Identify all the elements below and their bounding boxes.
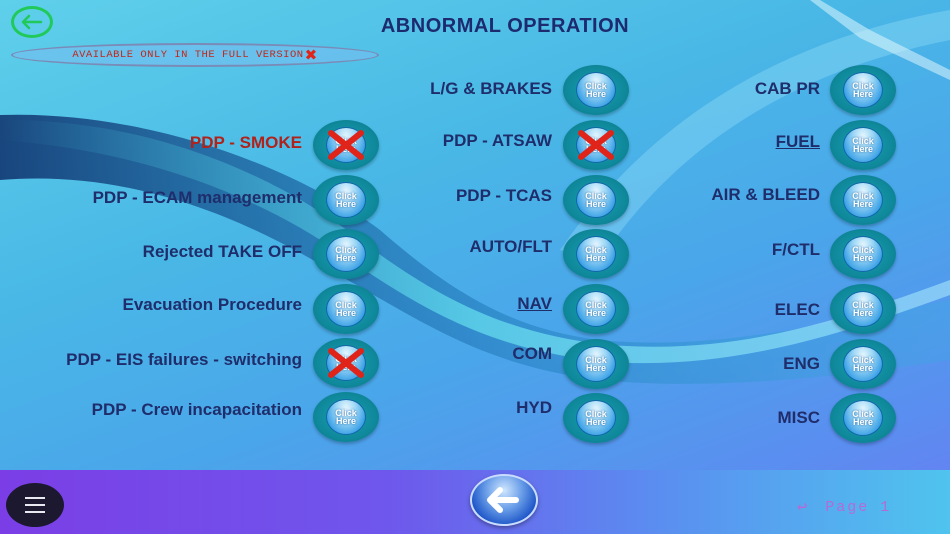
page-title: ABNORMAL OPERATION — [380, 15, 630, 37]
procedure-label: F/CTL — [771, 240, 820, 259]
procedure-label: ELEC — [774, 300, 820, 319]
click-here-button[interactable]: Click Here — [830, 120, 896, 170]
button-text: Click Here — [585, 245, 607, 263]
button-text: Click Here — [585, 300, 607, 318]
click-here-button[interactable]: Click Here — [830, 229, 896, 279]
button-face: Click Here — [326, 182, 366, 218]
button-text: Click Here — [852, 355, 874, 373]
procedure-label: PDP - ATSAW — [442, 131, 552, 150]
button-face: Click Here — [326, 399, 366, 435]
button-text: Click Here — [335, 300, 357, 318]
page-indicator[interactable]: ↩ Page 1 — [797, 497, 891, 518]
button-text: Click Here — [585, 81, 607, 99]
click-here-button[interactable]: Click Here — [830, 175, 896, 225]
button-text: Click Here — [852, 191, 874, 209]
red-x-icon: ✖ — [304, 46, 318, 64]
return-arrow-icon: ↩ — [797, 499, 810, 518]
button-text: Click Here — [852, 245, 874, 263]
procedure-label: L/G & BRAKES — [430, 79, 552, 98]
notice-text: AVAILABLE ONLY IN THE FULL VERSION — [72, 49, 304, 61]
click-here-button[interactable]: Click Here — [830, 284, 896, 334]
red-x-icon — [328, 130, 364, 160]
procedure-label: PDP - EIS failures - switching — [66, 350, 302, 369]
button-face: Click Here — [843, 127, 883, 163]
hamburger-menu-icon — [25, 497, 45, 499]
button-text: Click Here — [852, 81, 874, 99]
click-here-button[interactable]: Click Here — [830, 65, 896, 115]
button-text: Click Here — [852, 136, 874, 154]
button-face: Click Here — [576, 182, 616, 218]
back-arrow-icon — [487, 487, 519, 513]
button-text: Click Here — [585, 191, 607, 209]
locked-procedure-button[interactable]: Click Here — [313, 120, 379, 170]
procedure-label[interactable]: FUEL — [775, 132, 820, 151]
button-face: Click Here — [576, 72, 616, 108]
button-text: Click Here — [585, 136, 607, 154]
click-here-button[interactable]: Click Here — [563, 229, 629, 279]
procedure-label: AUTO/FLT — [469, 237, 552, 256]
button-text: Click Here — [335, 245, 357, 263]
button-face: Click Here — [843, 72, 883, 108]
button-face: Click Here — [576, 236, 616, 272]
procedure-label: CAB PR — [754, 79, 820, 98]
red-x-icon — [578, 130, 614, 160]
button-face: Click Here — [843, 182, 883, 218]
procedure-label: PDP - ECAM management — [92, 188, 302, 207]
click-here-button[interactable]: Click Here — [313, 229, 379, 279]
click-here-button[interactable]: Click Here — [563, 393, 629, 443]
click-here-button[interactable]: Click Here — [313, 284, 379, 334]
button-face: Click Here — [843, 346, 883, 382]
procedure-label[interactable]: NAV — [517, 294, 552, 313]
button-face: Click Here — [326, 236, 366, 272]
click-here-button[interactable]: Click Here — [313, 392, 379, 442]
back-button-bottom[interactable] — [470, 474, 538, 526]
procedure-label: Rejected TAKE OFF — [142, 242, 302, 261]
button-text: Click Here — [852, 409, 874, 427]
button-text: Click Here — [335, 191, 357, 209]
procedure-label: HYD — [516, 398, 552, 417]
click-here-button[interactable]: Click Here — [563, 339, 629, 389]
button-text: Click Here — [335, 136, 357, 154]
button-face: Click Here — [576, 291, 616, 327]
page-label: Page 1 — [825, 499, 892, 516]
procedure-label: PDP - Crew incapacitation — [91, 400, 302, 419]
back-button-top[interactable] — [11, 6, 53, 38]
button-text: Click Here — [852, 300, 874, 318]
button-text: Click Here — [585, 409, 607, 427]
button-face: Click Here — [326, 291, 366, 327]
click-here-button[interactable]: Click Here — [563, 175, 629, 225]
procedure-label: PDP - SMOKE — [189, 133, 302, 152]
button-text: Click Here — [585, 355, 607, 373]
procedure-label: MISC — [777, 408, 821, 427]
locked-procedure-button[interactable]: Click Here — [563, 120, 629, 170]
click-here-button[interactable]: Click Here — [563, 65, 629, 115]
button-face: Click Here — [576, 400, 616, 436]
procedure-label: COM — [512, 344, 552, 363]
procedure-label: ENG — [783, 354, 820, 373]
procedure-label: Evacuation Procedure — [122, 295, 302, 314]
procedure-label: AIR & BLEED — [711, 185, 820, 204]
procedure-label: PDP - TCAS — [455, 186, 552, 205]
locked-procedure-button[interactable]: Click Here — [313, 338, 379, 388]
button-face: Click Here — [843, 400, 883, 436]
full-version-notice: AVAILABLE ONLY IN THE FULL VERSION ✖ — [11, 43, 379, 67]
click-here-button[interactable]: Click Here — [830, 339, 896, 389]
click-here-button[interactable]: Click Here — [563, 284, 629, 334]
button-text: Click Here — [335, 408, 357, 426]
hamburger-menu-button[interactable] — [6, 483, 64, 527]
button-face: Click Here — [576, 346, 616, 382]
click-here-button[interactable]: Click Here — [313, 175, 379, 225]
button-face: Click Here — [843, 291, 883, 327]
button-text: Click Here — [335, 354, 357, 372]
red-x-icon — [328, 348, 364, 378]
click-here-button[interactable]: Click Here — [830, 393, 896, 443]
back-arrow-icon — [21, 14, 43, 30]
button-face: Click Here — [843, 236, 883, 272]
